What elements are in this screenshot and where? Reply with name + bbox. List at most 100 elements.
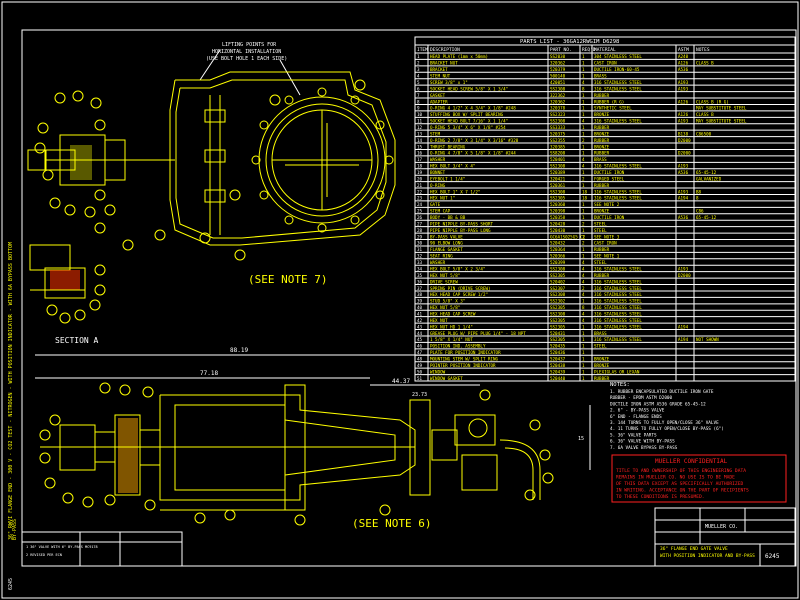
parts-list-cell: O-RING 5 3/4" X 6" X 1/8" #254 <box>430 125 506 130</box>
parts-list-cell: 1 <box>582 67 585 72</box>
parts-list-cell: BRONZE <box>594 209 610 214</box>
parts-list-cell: 4 <box>582 266 585 271</box>
parts-list-cell: 520437 <box>550 357 566 362</box>
parts-list-cell: A193 <box>678 80 689 85</box>
revision-line-1: 1 36" VALVE WITH 6" BY-PASS MC9178 <box>26 545 98 549</box>
parts-list-cell: HEX NUT 5/8" <box>430 305 460 310</box>
parts-list-cell: 4 <box>582 157 585 162</box>
parts-list-cell: 46 <box>417 344 423 349</box>
parts-list-cell: O-RING 4 7/8" X 5 1/8" X 1/8" #244 <box>430 151 516 156</box>
confidential-line: TITLE TO AND OWNERSHIP OF THIS ENGINEERI… <box>616 468 746 474</box>
parts-list-cell: 15 <box>417 144 423 149</box>
parts-list-cell: 1 <box>582 151 585 156</box>
parts-list-cell: 1 <box>582 125 585 130</box>
parts-list-cell: 520435 <box>550 344 566 349</box>
parts-list-cell: 316 STAINLESS STEEL <box>594 318 642 323</box>
dim-44: 44.37 <box>392 378 410 385</box>
parts-list-cell: 520361 <box>550 183 566 188</box>
parts-list-cell: SS2302 <box>550 299 566 304</box>
dim-15: 15 <box>578 436 584 442</box>
parts-list-cell: 21 <box>417 183 423 188</box>
parts-list-cell: 320378 <box>550 106 566 111</box>
confidential-heading: MUELLER CONFIDENTIAL <box>655 458 728 465</box>
parts-list-cell: 47 <box>417 350 423 355</box>
parts-list-cell: SS8208 <box>550 151 566 156</box>
parts-list-cell: 4 <box>582 311 585 316</box>
lifting-note-line1: LIFTING POINTS FOR <box>222 42 277 48</box>
parts-list-cell: O-RING 2 7/8" X 3 1/4" X 3/16" #328 <box>430 138 519 143</box>
parts-list-cell: 1 <box>417 54 420 59</box>
parts-list-cell: D2000 <box>678 273 691 278</box>
parts-list-cell: 22 <box>417 189 423 194</box>
parts-list-cell: 49 <box>417 363 423 368</box>
parts-list-cell: 1 <box>582 106 585 111</box>
parts-list-cell: 316 STAINLESS STEEL <box>594 286 642 291</box>
parts-list-cell: 43 <box>417 324 423 329</box>
parts-list-cell: BRASS <box>594 74 607 79</box>
parts-list-cell: 520366 <box>550 254 566 259</box>
parts-list-header-cell: ASTM <box>678 47 689 53</box>
parts-list-cell: 13 <box>417 131 423 136</box>
parts-list-cell: 25 <box>417 209 423 214</box>
parts-list-cell: 4 <box>582 292 585 297</box>
parts-list-cell: GC6A1S025G5 C2 <box>550 234 586 239</box>
parts-list-cell: SOCKET HEAD SCREW 5/8" X 1 3/4" <box>430 86 508 91</box>
parts-list-cell: BRONZE <box>594 112 610 117</box>
parts-list-cell: SS2030 <box>550 54 566 59</box>
parts-list-cell: 65-45-12 <box>696 215 717 220</box>
parts-list-cell: SS2305 <box>550 324 566 329</box>
parts-list-cell: 316 STAINLESS STEEL <box>594 299 642 304</box>
parts-list-cell: 1 5/8" X 1/4" NUT <box>430 337 473 342</box>
parts-list-cell: 316 STAINLESS STEEL <box>594 164 642 169</box>
parts-list-cell: 48 <box>417 357 423 362</box>
parts-list-cell: 6 <box>417 86 420 91</box>
note-line: 4. 11 TURNS TO FULLY OPEN/CLOSE BY-PASS … <box>610 426 724 432</box>
parts-list-cell: 42 <box>417 318 423 323</box>
parts-list-cell: 1 <box>582 112 585 117</box>
parts-list-cell: 18 <box>417 164 423 169</box>
parts-list-cell: CAST IRON <box>594 241 617 246</box>
parts-list-cell: 316 STAINLESS STEEL <box>594 311 642 316</box>
title-block: MUELLER CO. 36" FLANGE END GATE VALVE WI… <box>654 507 796 567</box>
parts-list-cell: 1 <box>582 337 585 342</box>
dim-small: 23.73 <box>412 392 427 398</box>
parts-list-cell: SYNTHETIC STEEL <box>594 106 632 111</box>
parts-list-cell: 8 <box>582 86 585 91</box>
parts-list-cell: 520402 <box>550 279 566 284</box>
parts-list-cell: HEX BOLT 3/4" X 4" <box>430 164 475 169</box>
parts-list-cell: 1 <box>582 202 585 207</box>
note-line: 3. 144 TURNS TO FULLY OPEN/CLOSE 36" VAL… <box>610 420 719 426</box>
parts-list-cell: A126 <box>678 99 689 104</box>
note-line: 6. 36" VALVE WITH BY-PASS <box>610 439 675 445</box>
parts-list-cell: 11 <box>417 119 423 124</box>
parts-list-cell: 34 <box>417 266 423 271</box>
parts-list-cell: 316 STAINLESS STEEL <box>594 279 642 284</box>
parts-list-cell: SS2305 <box>550 305 566 310</box>
parts-list-cell: BRONZE <box>594 363 610 368</box>
parts-list-cell: 12 <box>417 125 423 130</box>
parts-list-cell: 2 <box>582 241 585 246</box>
note-line: RUBBER - EPDM ASTM D2000 <box>610 395 672 401</box>
parts-list-cell: 36 <box>417 279 423 284</box>
parts-list-cell: 520431 <box>550 331 566 336</box>
parts-list-cell: PIPE NIPPLE BY-PASS SHORT <box>430 221 494 226</box>
parts-list-cell: RUBBER <box>594 138 610 143</box>
parts-list-cell: 1 <box>582 363 585 368</box>
parts-list-header-cell: NOTES <box>696 47 710 53</box>
parts-list-cell: WASHER <box>430 260 446 265</box>
parts-list-cell: 1 <box>582 99 585 104</box>
parts-list-cell: 3 <box>417 67 420 72</box>
parts-list-cell: 520436 <box>550 350 566 355</box>
parts-list-header-cell: REQ'D <box>582 47 596 53</box>
title-company: MUELLER CO. <box>705 524 738 530</box>
parts-list-cell: MAY SUBSTITUTE STEEL <box>696 119 747 124</box>
parts-list-cell: 1 <box>582 376 585 381</box>
parts-list-cell: SCREW 3/8" x 1" <box>430 80 468 85</box>
parts-list-cell: 1 <box>582 54 585 59</box>
parts-list-cell: 32 <box>417 254 423 259</box>
parts-list-cell: 28 <box>417 228 423 233</box>
parts-list-cell: RUBBER <box>594 151 610 156</box>
parts-list-cell: SEE NOTE 1 <box>594 254 620 259</box>
note-line: 7. 6A VALVE BYPASS BY-PASS <box>610 445 678 451</box>
